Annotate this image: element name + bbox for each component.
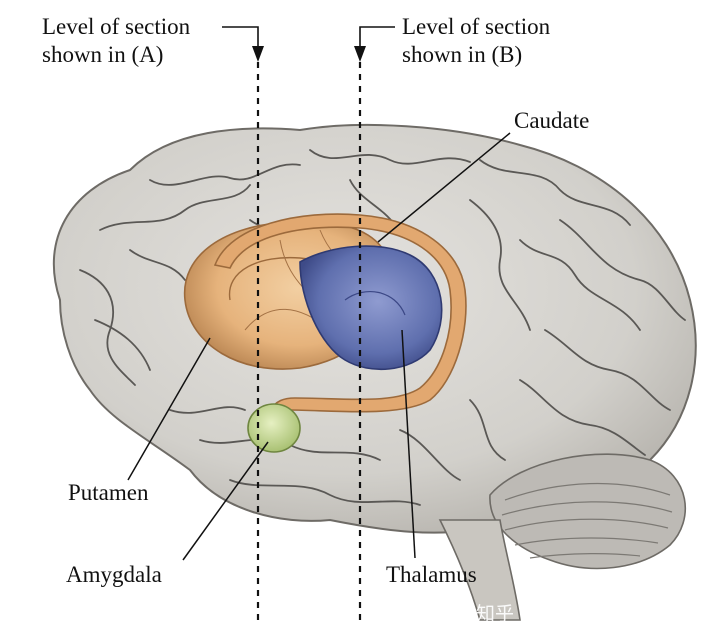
section-b-label-line1: Level of section [402, 14, 551, 39]
cerebellum [489, 453, 687, 570]
thalamus-structure [299, 245, 443, 371]
section-line-a [222, 26, 264, 625]
amygdala-label: Amygdala [66, 562, 162, 587]
amygdala-structure [247, 403, 301, 453]
leader-lines [127, 132, 511, 561]
thalamus-label: Thalamus [386, 562, 477, 587]
watermark: 知乎 @黄花卷学神经科学 [476, 603, 691, 625]
section-a-label-line1: Level of section [42, 14, 191, 39]
section-a-label-line2: shown in (A) [42, 42, 163, 67]
brainstem [438, 519, 521, 621]
putamen-label: Putamen [68, 480, 149, 505]
section-line-b [354, 26, 395, 625]
caudate-label: Caudate [514, 108, 589, 133]
section-b-label-line2: shown in (B) [402, 42, 522, 67]
